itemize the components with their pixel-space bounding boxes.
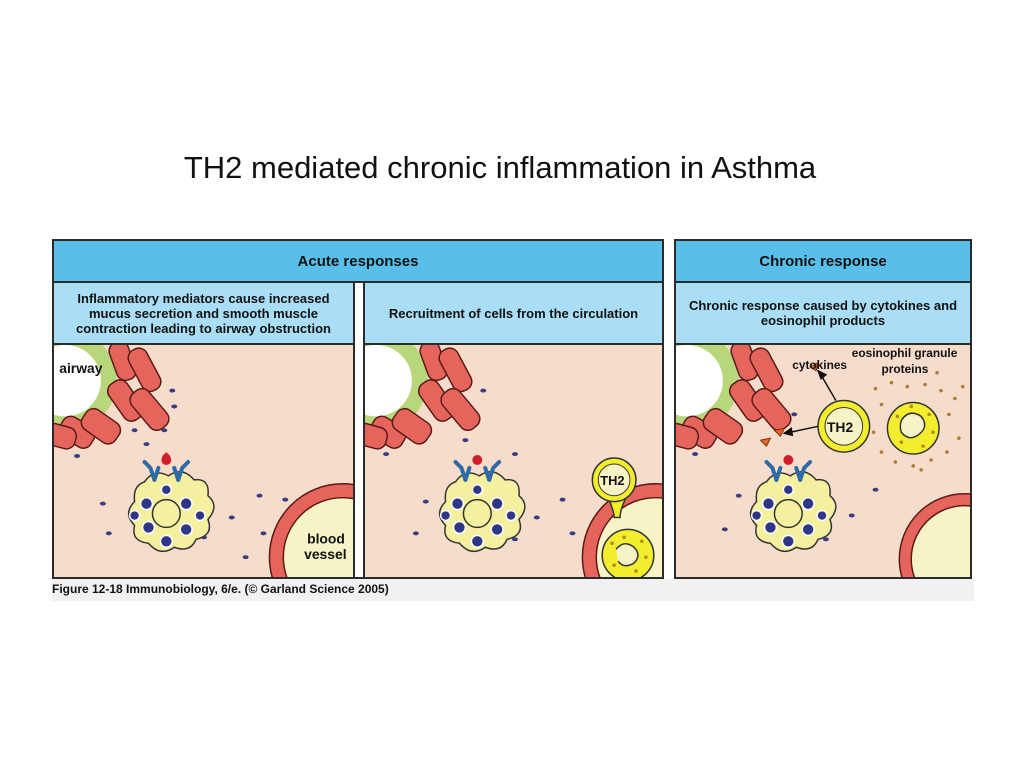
panel3-illustration: TH2 cytokines eosinophil granule protein… — [676, 345, 970, 577]
airway — [365, 345, 428, 433]
airway — [676, 345, 739, 433]
caption-strip — [52, 579, 974, 601]
blood-vessel — [898, 492, 970, 577]
cytokine-arrows — [782, 369, 837, 437]
airway — [54, 345, 117, 433]
panel2-illustration: TH2 — [365, 345, 662, 577]
smooth-muscle-cells — [676, 345, 792, 450]
figure: Acute responses Inflammatory mediators c… — [52, 239, 974, 601]
granule-protein-dots — [871, 370, 965, 472]
smooth-muscle-cells — [54, 345, 170, 450]
cytokine-triangles — [759, 361, 819, 447]
panel1-svg: airway — [54, 345, 353, 577]
airway-label: airway — [59, 360, 102, 376]
figure-caption: Figure 12-18 Immunobiology, 6/e. (© Garl… — [52, 582, 389, 596]
panel2-description: Recruitment of cells from the circulatio… — [365, 283, 662, 345]
eosinophil — [886, 401, 940, 455]
panel2-svg: TH2 — [365, 345, 662, 577]
panel3-svg: TH2 cytokines eosinophil granule protein… — [676, 345, 970, 577]
panel3-description: Chronic response caused by cytokines and… — [676, 283, 970, 345]
blood-label: blood — [307, 530, 345, 546]
granule-proteins-label-line2: proteins — [881, 362, 928, 376]
panel1-description: Inflammatory mediators cause increased m… — [54, 283, 353, 345]
th2-label: TH2 — [827, 419, 853, 435]
acute-responses-panel: Acute responses Inflammatory mediators c… — [52, 239, 664, 579]
th2-label: TH2 — [600, 473, 624, 488]
slide-title: TH2 mediated chronic inflammation in Ast… — [183, 150, 817, 185]
mediator-particles — [692, 412, 879, 542]
cytokines-label: cytokines — [792, 358, 847, 372]
panel1-illustration: airway — [54, 345, 353, 577]
mast-cell — [438, 455, 526, 553]
mediator-particles — [383, 388, 576, 542]
acute-responses-header: Acute responses — [54, 241, 662, 283]
granule-proteins-label-line1: eosinophil granule — [852, 346, 958, 360]
mast-cell — [127, 452, 215, 553]
blood-vessel — [268, 483, 353, 577]
chronic-response-panel: Chronic response Chronic response caused… — [674, 239, 972, 579]
panel-divider — [353, 283, 365, 577]
mast-cell — [749, 455, 837, 553]
th2-cell-migrating — [591, 457, 637, 519]
smooth-muscle-cells — [365, 345, 481, 450]
eosinophil — [601, 528, 655, 577]
vessel-label: vessel — [304, 546, 346, 562]
chronic-response-header: Chronic response — [676, 241, 970, 283]
